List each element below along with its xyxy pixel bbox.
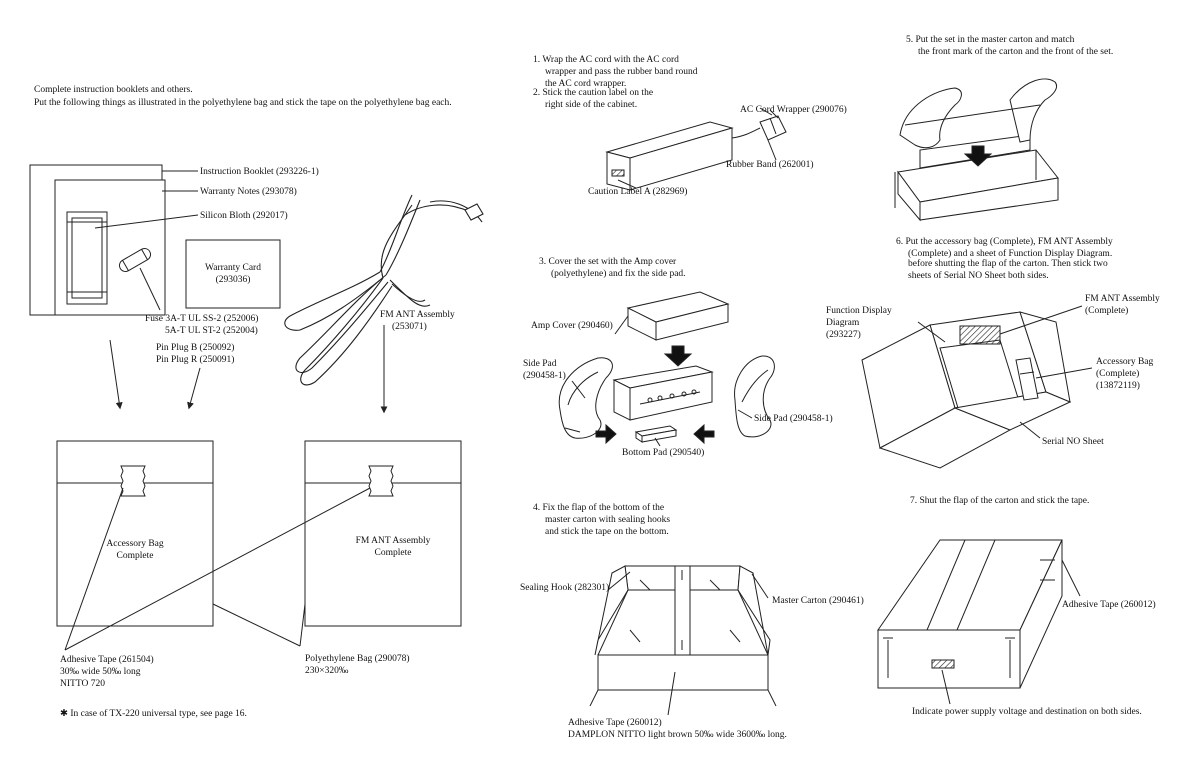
bag-label-accessory-2: Complete — [116, 551, 154, 561]
label-side-pad-right: Side Pad (290458-1) — [754, 414, 833, 424]
step3-line-2: (polyethylene) and fix the side pad. — [551, 269, 686, 279]
step1-line-2: wrapper and pass the rubber band round — [545, 67, 698, 77]
label-polyethylene-bag-1: Polyethylene Bag (290078) — [305, 654, 410, 664]
label-side-pad-left-2: (290458-1) — [523, 371, 566, 381]
label-adhesive-tape-1: Adhesive Tape (261504) — [60, 655, 154, 665]
step7-line: 7. Shut the flap of the carton and stick… — [910, 496, 1090, 506]
side-pad-right — [735, 356, 775, 437]
label-fuse-1: Fuse 3A-T UL SS-2 (252006) — [145, 314, 259, 324]
label-bottom-pad: Bottom Pad (290540) — [622, 448, 705, 458]
intro-line-2: Put the following things as illustrated … — [34, 98, 452, 108]
label-instruction-booklet: Instruction Booklet (293226-1) — [200, 167, 319, 177]
side-pad-left — [559, 358, 612, 439]
step5-line-2: the front mark of the carton and the fro… — [918, 47, 1114, 57]
label-amp-cover: Amp Cover (290460) — [531, 321, 613, 331]
step2-line-2: right side of the cabinet. — [545, 100, 638, 110]
carton-step5 — [895, 79, 1058, 220]
step5-line-1: 5. Put the set in the master carton and … — [906, 35, 1075, 45]
amplifier-unit — [614, 366, 712, 420]
label-warranty-notes: Warranty Notes (293078) — [200, 187, 297, 197]
label-fm-ant-complete-2: (Complete) — [1085, 306, 1129, 316]
fuse-icon — [117, 246, 152, 273]
step4-line-2: master carton with sealing hooks — [545, 515, 671, 525]
label-caution-label: Caution Label A (282969) — [588, 187, 688, 197]
label-pin-plug-b: Pin Plug B (250092) — [156, 343, 235, 353]
bag-label-accessory-1: Accessory Bag — [106, 539, 164, 549]
bag-label-fm-ant-1: FM ANT Assembly — [355, 536, 431, 546]
label-pin-plug-r: Pin Plug R (250091) — [156, 355, 235, 365]
step4-line-1: 4. Fix the flap of the bottom of the — [533, 503, 665, 513]
label-accessory-bag-3: (13872119) — [1096, 381, 1140, 391]
step2-line-1: 2. Stick the caution label on the — [533, 88, 654, 98]
amp-cover — [628, 292, 728, 340]
step6-line-4: sheets of Serial NO Sheet both sides. — [908, 271, 1049, 281]
intro-line-1: Complete instruction booklets and others… — [34, 85, 193, 95]
label-warranty-card-2: (293036) — [215, 275, 251, 285]
label-master-carton: Master Carton (290461) — [772, 596, 864, 606]
label-side-pad-left-1: Side Pad — [523, 359, 557, 369]
label-serial-no-sheet: Serial NO Sheet — [1042, 437, 1104, 447]
bottom-pad — [636, 426, 676, 442]
accessory-bag — [57, 441, 213, 626]
label-adhesive-tape-2: 30‰ wide 50‰ long — [60, 667, 141, 677]
label-adhesive-tape-3: NITTO 720 — [60, 679, 105, 689]
step4-line-3: and stick the tape on the bottom. — [545, 527, 669, 537]
step1-line-3: the AC cord wrapper. — [545, 79, 627, 89]
warranty-card — [186, 240, 280, 308]
label-fm-ant-2: (253071) — [392, 322, 427, 332]
label-polyethylene-bag-2: 230×320‰ — [305, 666, 349, 676]
label-silicon-bloth: Silicon Bloth (292017) — [200, 211, 288, 221]
label-sealing-hook: Sealing Hook (282301) — [520, 583, 610, 593]
label-adhesive-tape-bottom-2: DAMPLON NITTO light brown 50‰ wide 3600‰… — [568, 730, 787, 740]
label-fm-ant-complete-1: FM ANT Assembly — [1085, 294, 1160, 304]
step3-line-1: 3. Cover the set with the Amp cover — [539, 257, 677, 267]
carton-step7 — [878, 540, 1062, 688]
step6-line-1: 6. Put the accessory bag (Complete), FM … — [896, 237, 1113, 247]
fm-antenna-coil — [285, 195, 483, 385]
footnote: ✱ In case of TX-220 universal type, see … — [60, 709, 247, 719]
step1-line-1: 1. Wrap the AC cord with the AC cord — [533, 55, 679, 65]
label-ac-cord-wrapper: AC Cord Wrapper (290076) — [740, 105, 847, 115]
label-fuse-2: 5A-T UL ST-2 (252004) — [165, 326, 258, 336]
ac-cord-wrapper — [732, 110, 786, 140]
label-rubber-band: Rubber Band (262001) — [726, 160, 814, 170]
receiver-box — [607, 122, 732, 190]
label-warranty-card-1: Warranty Card — [205, 263, 261, 273]
label-indicate-power: Indicate power supply voltage and destin… — [912, 707, 1142, 717]
master-carton-bottom — [590, 566, 776, 706]
label-function-display-3: (293227) — [826, 330, 861, 340]
label-accessory-bag-2: (Complete) — [1096, 369, 1140, 379]
label-accessory-bag-1: Accessory Bag — [1096, 357, 1154, 367]
silicon-cloth-pack — [67, 212, 107, 304]
fm-ant-bag — [305, 441, 461, 626]
label-function-display-1: Function Display — [826, 306, 892, 316]
label-fm-ant-1: FM ANT Assembly — [380, 310, 455, 320]
label-adhesive-tape-top: Adhesive Tape (260012) — [1062, 600, 1156, 610]
bag-label-fm-ant-2: Complete — [374, 548, 412, 558]
label-function-display-2: Diagram — [826, 318, 860, 328]
carton-step6 — [862, 312, 1070, 468]
label-adhesive-tape-bottom-1: Adhesive Tape (260012) — [568, 718, 662, 728]
step6-line-2: (Complete) and a sheet of Function Displ… — [908, 249, 1113, 259]
step6-line-3: before shutting the flap of the carton. … — [908, 259, 1108, 269]
